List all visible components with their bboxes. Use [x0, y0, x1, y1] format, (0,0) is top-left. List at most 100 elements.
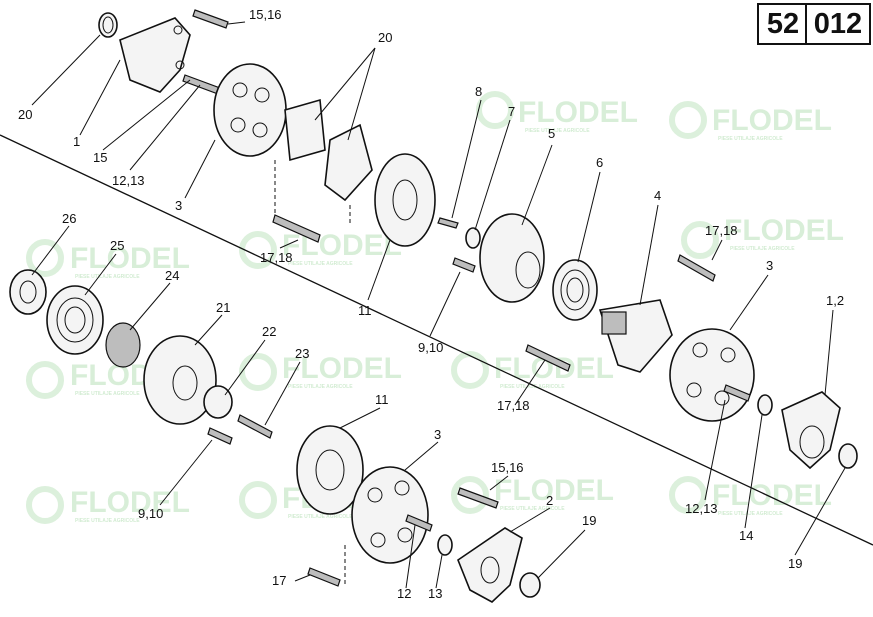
bolt-17-lower	[307, 567, 341, 587]
washer-13	[437, 534, 453, 556]
watermark-tagline: PIESE UTILAJE AGRICOLE	[500, 384, 565, 390]
bolt-12-13-right	[723, 384, 751, 402]
callout-label: 1,2	[826, 293, 844, 308]
watermark-brand: FLODEL	[494, 474, 614, 507]
callout-label: 17,18	[705, 223, 738, 238]
bolt-17-18-right	[677, 254, 716, 282]
flange-1	[119, 17, 191, 93]
washer-7	[465, 227, 481, 249]
spring-6	[552, 259, 598, 321]
callout-label: 8	[475, 84, 482, 99]
flange-5	[479, 213, 545, 303]
watermark-tagline: PIESE UTILAJE AGRICOLE	[730, 246, 795, 252]
flange-2	[457, 527, 523, 603]
bolt-23	[237, 414, 273, 439]
bolt-15	[182, 74, 221, 95]
callout-label: 3	[766, 258, 773, 273]
plate-20-b	[324, 123, 373, 202]
watermark-brand: FLODEL	[724, 214, 844, 247]
callout-label: 25	[110, 238, 124, 253]
coupling-disc-3-right	[669, 328, 755, 422]
callout-label: 9,10	[138, 506, 163, 521]
callout-label: 13	[428, 586, 442, 601]
leader-lines	[31, 21, 846, 589]
watermark-tagline: PIESE UTILAJE AGRICOLE	[288, 384, 353, 390]
plate-20-a	[284, 98, 326, 162]
callout-label: 19	[788, 556, 802, 571]
callout-label: 15	[93, 150, 107, 165]
bolt-8	[437, 217, 459, 229]
callout-label: 9,10	[418, 340, 443, 355]
callout-label: 14	[739, 528, 753, 543]
callout-label: 12	[397, 586, 411, 601]
callout-label: 24	[165, 268, 179, 283]
section-divider-line	[0, 134, 873, 546]
callout-label: 15,16	[249, 7, 282, 22]
bushing-22	[203, 385, 233, 419]
watermark-brand: FLODEL	[282, 352, 402, 385]
callout-label: 26	[62, 211, 76, 226]
watermark-brand: FLODEL	[70, 486, 190, 519]
watermark-tagline: PIESE UTILAJE AGRICOLE	[718, 136, 783, 142]
callout-label: 23	[295, 346, 309, 361]
splined-shaft-24	[105, 322, 141, 368]
part-code: 012	[805, 3, 871, 45]
bolt-17-18-center	[525, 344, 571, 372]
bolt-17-18-left	[272, 214, 321, 243]
watermark-tagline: PIESE UTILAJE AGRICOLE	[288, 261, 353, 267]
watermark-brand: FLODEL	[518, 96, 638, 129]
callout-label: 3	[434, 427, 441, 442]
coupling-disc-3-upper	[213, 63, 287, 157]
watermark-brand: FLODEL	[712, 104, 832, 137]
watermark-tagline: PIESE UTILAJE AGRICOLE	[75, 274, 140, 280]
watermark-tagline: PIESE UTILAJE AGRICOLE	[500, 506, 565, 512]
callout-label: 12,13	[685, 501, 718, 516]
watermark-tagline: PIESE UTILAJE AGRICOLE	[288, 514, 353, 520]
callout-label: 22	[262, 324, 276, 339]
group-code: 52	[757, 3, 809, 45]
hub-11-upper	[374, 153, 436, 247]
bolt-15-16	[192, 9, 229, 29]
callout-label: 4	[654, 188, 661, 203]
callout-label: 17	[272, 573, 286, 588]
watermark-brand: FLODEL	[712, 479, 832, 512]
watermark-tagline: PIESE UTILAJE AGRICOLE	[75, 391, 140, 397]
watermark-tagline: PIESE UTILAJE AGRICOLE	[718, 511, 783, 517]
callout-label: 6	[596, 155, 603, 170]
bolt-15-16-lower	[457, 487, 499, 509]
spring-25	[46, 285, 104, 355]
ring-19-right	[838, 443, 858, 469]
callout-label: 20	[378, 30, 392, 45]
watermark-tagline: PIESE UTILAJE AGRICOLE	[75, 518, 140, 524]
bolt-9-10-upper	[452, 257, 476, 273]
callout-label: 19	[582, 513, 596, 528]
callout-label: 7	[508, 104, 515, 119]
callout-label: 17,18	[497, 398, 530, 413]
flange-21	[143, 335, 217, 425]
callout-label: 2	[546, 493, 553, 508]
callout-label: 3	[175, 198, 182, 213]
seal-26	[9, 269, 47, 315]
callout-label: 17,18	[260, 250, 293, 265]
watermark-brand: FLODEL	[70, 242, 190, 275]
watermark-tagline: PIESE UTILAJE AGRICOLE	[525, 128, 590, 134]
coupling-disc-3-lower	[351, 466, 429, 564]
ring-19-lower	[519, 572, 541, 598]
callout-label: 15,16	[491, 460, 524, 475]
bolt-9-10-lower	[207, 427, 233, 445]
callout-label: 1	[73, 134, 80, 149]
washer-14	[757, 394, 773, 416]
callout-label: 5	[548, 126, 555, 141]
callout-label: 11	[358, 303, 372, 318]
